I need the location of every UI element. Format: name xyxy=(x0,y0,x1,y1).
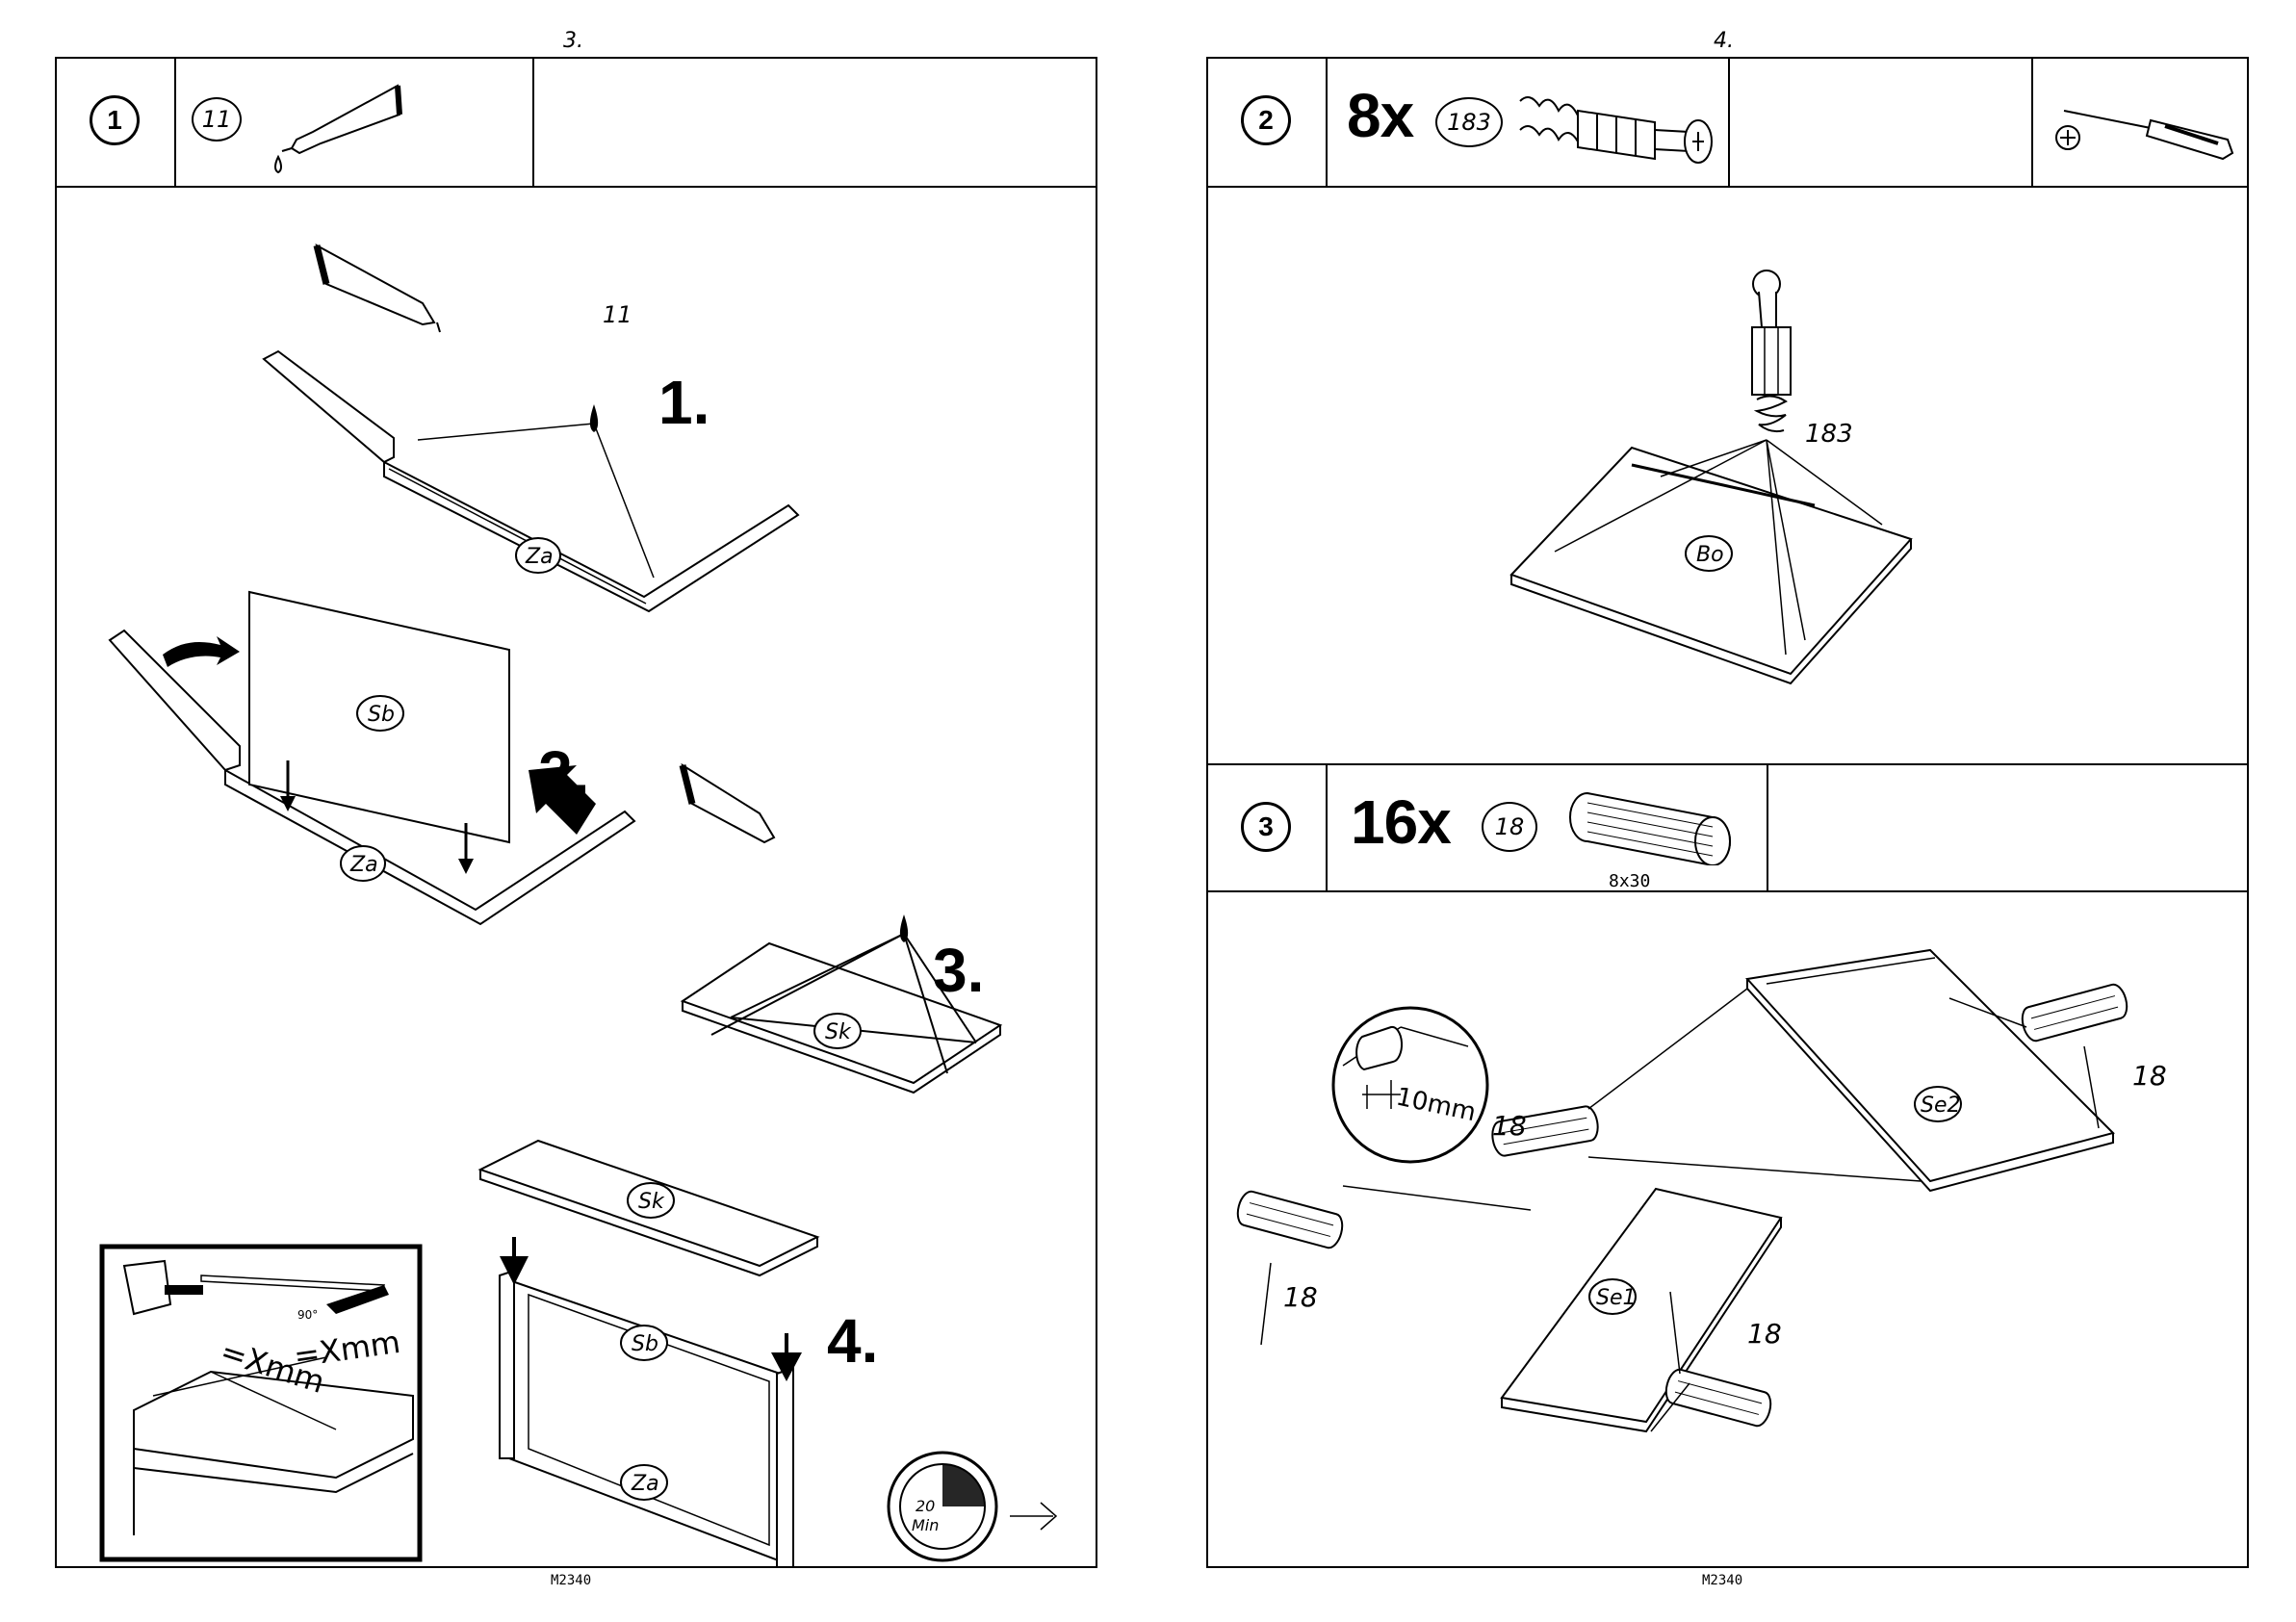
dowel xyxy=(1234,1189,1346,1249)
page-footer: M2340 xyxy=(551,1573,591,1588)
substep-label-1: 1. xyxy=(658,368,709,437)
square-check-inset: 90° =Xmm =Xmm xyxy=(102,1247,420,1559)
substep-label-4: 4. xyxy=(827,1306,878,1376)
right-page: 4. 2 8x 183 xyxy=(1146,0,2296,1622)
instruction-frame: 2 8x 183 xyxy=(1206,57,2249,1568)
part-callout: 11 xyxy=(192,97,242,142)
dowel-label: 18 xyxy=(1492,1110,1527,1142)
substep-label-2: 2. xyxy=(538,738,589,808)
step-number-cell: 2 xyxy=(1208,59,1328,186)
dowel-depth-detail: 10mm xyxy=(1333,1008,1487,1162)
part-label-bo: Bo xyxy=(1696,543,1724,567)
part-label-sk: Sk xyxy=(825,1020,852,1044)
quantity: 16x xyxy=(1351,786,1451,858)
cam-bolt-label: 183 xyxy=(1805,420,1853,449)
clock-icon: 20 Min xyxy=(889,1453,996,1560)
step-number: 1 xyxy=(90,95,140,145)
parts-cell: 11 xyxy=(176,59,534,186)
step-number-cell: 3 xyxy=(1208,765,1328,890)
substep-1: 11 1. Za xyxy=(264,245,798,611)
dowel-label: 18 xyxy=(2132,1060,2167,1092)
step-3-header: 3 16x 18 8x30 xyxy=(1208,763,2247,892)
instruction-frame: 1 11 xyxy=(55,57,1097,1568)
part-label-sk-2: Sk xyxy=(638,1190,665,1214)
dowel-label: 18 xyxy=(1747,1318,1782,1350)
parts-cell: 16x 18 8x30 xyxy=(1328,765,1768,890)
dowel-icon xyxy=(1568,779,1741,865)
page-number: 4. xyxy=(1714,29,1734,53)
drying-unit: Min xyxy=(912,1516,939,1534)
part-label-se1: Se1 xyxy=(1596,1286,1637,1310)
drying-value: 20 xyxy=(916,1497,935,1515)
part-label-se2: Se2 xyxy=(1921,1094,1961,1118)
tool-cell xyxy=(2033,59,2247,186)
part-label-sb: Sb xyxy=(368,703,395,727)
dowel xyxy=(2019,982,2130,1043)
dowel-label: 18 xyxy=(1283,1281,1318,1313)
cam-bolt-icon xyxy=(1510,72,1727,178)
part-label-za-3: Za xyxy=(631,1472,659,1496)
glue-tube-icon xyxy=(253,76,407,182)
part-label-sb-2: Sb xyxy=(632,1332,658,1356)
part-label-za-2: Za xyxy=(349,853,378,877)
dowel xyxy=(1663,1367,1774,1428)
step-header: 1 11 xyxy=(57,59,1096,188)
part-callout: 183 xyxy=(1435,97,1503,147)
part-label-za: Za xyxy=(525,545,554,569)
step-number: 3 xyxy=(1241,802,1291,852)
page-number: 3. xyxy=(563,29,583,53)
assembly-drawing: 11 1. Za Sb 2. Za xyxy=(57,188,1096,1566)
step-2-header: 2 8x 183 xyxy=(1208,59,2247,188)
empty-cell xyxy=(1730,59,2033,186)
step-3-drawing: 10mm Se2 Se1 xyxy=(1208,892,2247,1566)
substep-4: Sk Sb Za 4. xyxy=(480,1141,878,1566)
page-footer: M2340 xyxy=(1702,1573,1742,1588)
substep-label-3: 3. xyxy=(933,936,984,1005)
quantity: 8x xyxy=(1347,80,1413,151)
step-number: 2 xyxy=(1241,95,1291,145)
step-2-drawing: 183 Bo xyxy=(1208,188,2247,821)
left-page: 3. 1 11 xyxy=(0,0,1146,1622)
arrow-right-icon xyxy=(1010,1503,1056,1530)
cam-bolt xyxy=(1752,270,1791,431)
dowel-size: 8x30 xyxy=(1609,871,1650,891)
part-callout: 18 xyxy=(1482,802,1537,852)
angle-label: 90° xyxy=(297,1308,318,1322)
parts-cell: 8x 183 xyxy=(1328,59,1730,186)
step-number-cell: 1 xyxy=(57,59,176,186)
glue-label: 11 xyxy=(603,301,632,328)
substep-3: 3. Sk xyxy=(683,765,1000,1093)
substep-2: Sb 2. Za xyxy=(110,592,634,924)
screwdriver-icon xyxy=(2045,88,2242,165)
side-panel-se2: Se2 xyxy=(1747,950,2113,1191)
